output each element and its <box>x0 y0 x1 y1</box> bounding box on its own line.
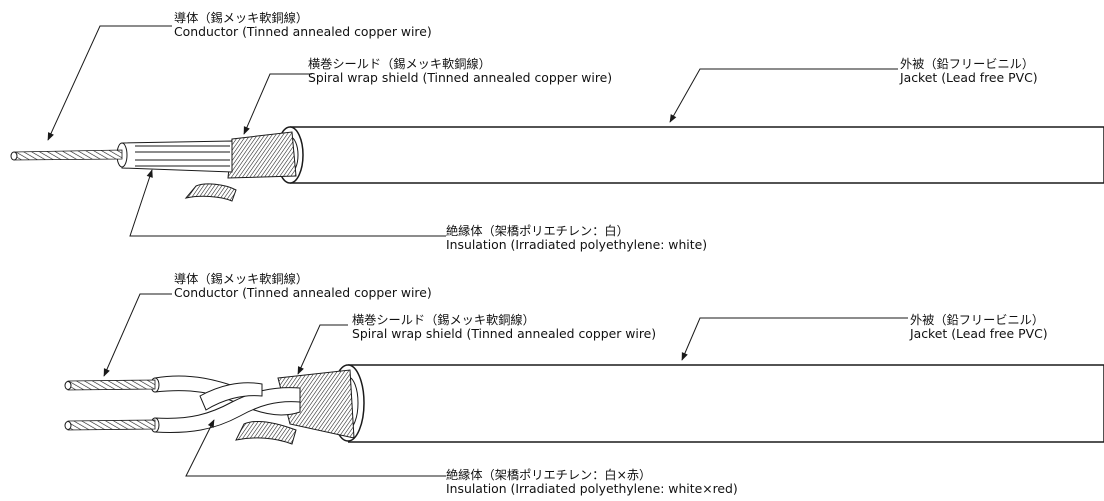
cable-1-shield-leader <box>243 73 312 135</box>
cable-1-shield-label-en: Spiral wrap shield (Tinned annealed copp… <box>308 70 613 85</box>
cable-2-conductor-label-ja: 導体（錫メッキ軟銅線） <box>174 272 309 286</box>
cable-1-shield-label-ja: 横巻シールド（錫メッキ軟銅線） <box>308 57 491 71</box>
cable-2-insulation-label: 絶縁体（架橋ポリエチレン：白×赤） Insulation (Irradiated… <box>446 468 738 496</box>
cable-1-conductor-leader <box>47 25 172 141</box>
cable-1-conductor <box>10 149 123 161</box>
cable-1-shield-label: 横巻シールド（錫メッキ軟銅線） Spiral wrap shield (Tinn… <box>308 57 612 85</box>
cable-2 <box>64 293 1104 477</box>
cable-1-insulation-label-ja: 絶縁体（架橋ポリエチレン：白） <box>446 224 629 238</box>
cable-2-insulation-label-en: Insulation (Irradiated polyethylene: whi… <box>446 481 738 496</box>
cable-1-shield <box>184 131 297 202</box>
cable-2-shield-label-ja: 横巻シールド（錫メッキ軟銅線） <box>352 313 535 327</box>
cable-1-insulation <box>116 140 233 173</box>
cable-1-jacket-label-ja: 外被（鉛フリービニル） <box>900 57 1035 71</box>
cable-2-jacket-label: 外被（鉛フリービニル） Jacket (Lead free PVC) <box>910 313 1048 341</box>
cable-1-jacket-label: 外被（鉛フリービニル） Jacket (Lead free PVC) <box>900 57 1038 85</box>
cable-2-jacket-label-ja: 外被（鉛フリービニル） <box>910 313 1045 327</box>
cable-2-insulation-label-ja: 絶縁体（架橋ポリエチレン：白×赤） <box>446 468 652 482</box>
cable-2-conductor <box>64 379 156 431</box>
cable-1-jacket <box>276 126 1104 184</box>
cable-1-conductor-label-en: Conductor (Tinned annealed copper wire) <box>174 24 432 39</box>
cable-2-shield-label-en: Spiral wrap shield (Tinned annealed copp… <box>352 326 657 341</box>
cable-2-shield-leader <box>297 324 348 375</box>
cable-1-jacket-leader <box>669 68 898 123</box>
cable-2-conductor-label: 導体（錫メッキ軟銅線） Conductor (Tinned annealed c… <box>174 272 432 300</box>
cable-2-shield <box>235 369 355 445</box>
cable-1-insulation-label-en: Insulation (Irradiated polyethylene: whi… <box>446 237 708 252</box>
cable-2-insulation-leader <box>185 419 446 477</box>
cable-2-jacket-leader <box>681 317 908 361</box>
cable-2-conductor-label-en: Conductor (Tinned annealed copper wire) <box>174 285 432 300</box>
cable-1-conductor-label: 導体（錫メッキ軟銅線） Conductor (Tinned annealed c… <box>174 11 432 39</box>
cable-1-insulation-label: 絶縁体（架橋ポリエチレン：白） Insulation (Irradiated p… <box>446 224 707 252</box>
cable-1-conductor-label-ja: 導体（錫メッキ軟銅線） <box>174 11 309 25</box>
cable-2-jacket-label-en: Jacket (Lead free PVC) <box>910 326 1048 341</box>
cable-2-jacket <box>331 364 1104 443</box>
cable-1 <box>10 25 1104 237</box>
cable-1-jacket-label-en: Jacket (Lead free PVC) <box>900 70 1038 85</box>
cable-1-insulation-leader <box>129 169 446 237</box>
cable-2-shield-label: 横巻シールド（錫メッキ軟銅線） Spiral wrap shield (Tinn… <box>352 313 656 341</box>
cable-2-conductor-leader <box>103 293 172 377</box>
